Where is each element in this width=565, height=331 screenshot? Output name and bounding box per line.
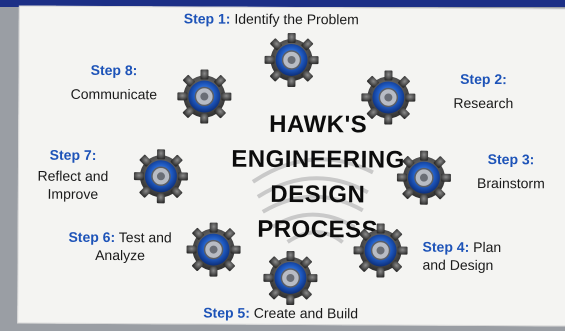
step-number: Step 2:: [460, 70, 507, 88]
step-number: Step 4:: [422, 238, 470, 255]
step-text: Communicate: [70, 85, 158, 103]
gear-icon: [262, 250, 318, 306]
gear-icon: [185, 221, 241, 277]
step-text: Brainstorm: [477, 174, 545, 192]
step-text: Research: [453, 94, 514, 112]
step-number: Step 6:: [68, 228, 116, 246]
step-text: Create and Build: [253, 304, 359, 322]
hawk-watermark: [251, 157, 374, 244]
gear-icon: [263, 32, 319, 88]
step-1-label: Step 1: Identify the Problem: [184, 9, 359, 28]
gear-icon: [133, 148, 189, 204]
step-number: Step 5:: [203, 304, 250, 321]
gear-icon: [176, 68, 232, 124]
step-number: Step 1:: [183, 10, 231, 27]
step-7-label: Step 7: Reflect and Improve: [23, 146, 123, 204]
step-number: Step 7:: [49, 146, 97, 163]
gear-icon: [360, 69, 416, 125]
design-process-poster: HAWK'S ENGINEERING DESIGN PROCESS Step 1…: [17, 5, 565, 327]
step-3-label: Step 3: Brainstorm: [466, 150, 556, 192]
step-5-label: Step 5: Create and Build: [203, 304, 358, 323]
step-2-label: Step 2: Research: [438, 70, 528, 112]
step-text: Identify the Problem: [234, 10, 359, 28]
step-6-label: Step 6: Test and Analyze: [67, 228, 172, 265]
title-line: ENGINEERING: [231, 145, 405, 174]
step-number: Step 3:: [487, 151, 535, 168]
step-8-label: Step 8: Communicate: [56, 61, 171, 104]
title-line: DESIGN: [270, 180, 366, 209]
step-number: Step 8:: [90, 61, 138, 79]
top-border: [0, 0, 565, 7]
step-text: Reflect and Improve: [37, 167, 109, 202]
step-4-label: Step 4: Plan and Design: [422, 238, 517, 274]
gear-icon: [352, 222, 408, 278]
gear-icon: [396, 150, 452, 206]
